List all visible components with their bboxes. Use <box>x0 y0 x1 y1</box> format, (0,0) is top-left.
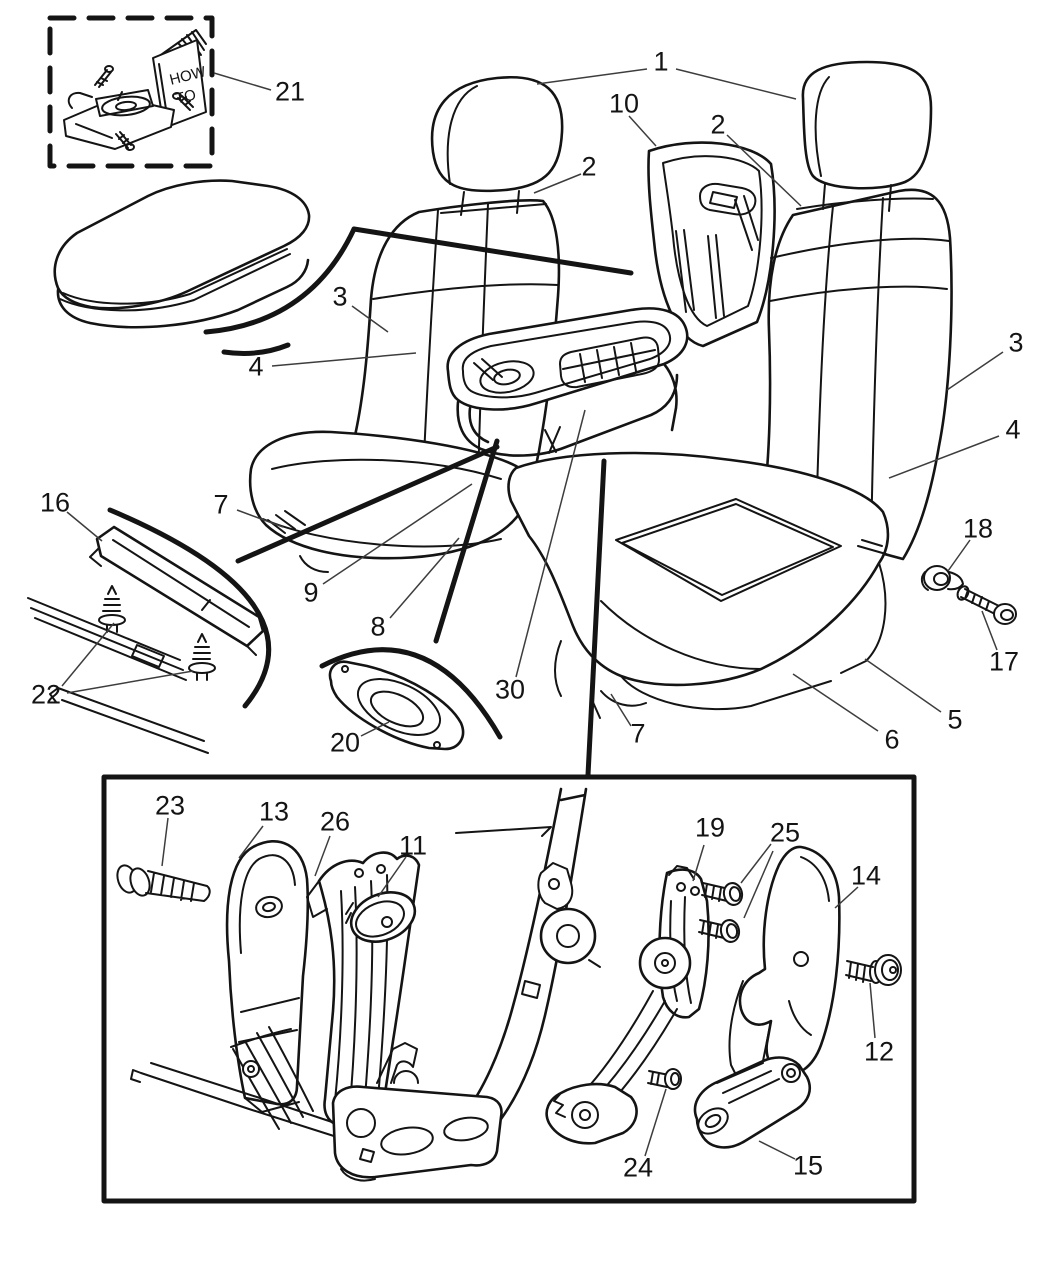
leader-line-30 <box>515 409 586 678</box>
leader-line-7-right <box>610 693 632 727</box>
leader-line-9 <box>322 483 473 585</box>
leader-line-7-left <box>236 509 284 528</box>
right-seat-back <box>759 188 953 561</box>
leader-line-26 <box>314 835 331 877</box>
leader-line-20 <box>360 721 390 737</box>
leader-line-25 <box>740 843 772 884</box>
bolt-12 <box>845 954 902 986</box>
belt-cover-13 <box>225 840 310 1113</box>
detail-box-border <box>101 774 917 1204</box>
push-pin-22a <box>98 585 126 633</box>
dashed-border <box>47 15 215 169</box>
leader-line-5 <box>864 658 942 713</box>
bolt-23 <box>116 864 211 902</box>
leader-line-17 <box>981 610 998 651</box>
callout-connectors <box>107 226 634 778</box>
side-shield-14 <box>728 845 841 1082</box>
left-headrest <box>430 75 564 193</box>
leader-line-12 <box>869 982 876 1039</box>
center-seatback-panel <box>647 141 776 348</box>
right-headrest <box>801 60 933 190</box>
leader-line-22 <box>66 670 194 694</box>
leader-line-2-right <box>726 134 802 207</box>
detail-box <box>101 774 917 1204</box>
leader-line-14 <box>834 886 859 909</box>
bolt-24 <box>647 1068 682 1090</box>
leader-line-24 <box>644 1088 667 1157</box>
console-tray <box>559 336 660 389</box>
adjuster-base-plate <box>331 1085 503 1179</box>
leader-line-8 <box>389 537 460 619</box>
leader-line-25 <box>743 850 774 919</box>
leader-line-3-left <box>351 305 389 333</box>
push-pin-22b <box>188 633 216 681</box>
pivot-cap-11 <box>345 891 417 943</box>
leader-line-21 <box>213 72 272 91</box>
leader-line-10 <box>628 115 657 147</box>
leader-line-13 <box>238 825 264 859</box>
leader-line-4-left <box>271 352 417 367</box>
bolt-17 <box>956 585 1017 625</box>
leader-line-19 <box>692 844 705 882</box>
recliner-riser-19 <box>545 865 710 1145</box>
leader-line-2-left <box>533 173 582 194</box>
leader-line-4-right <box>888 435 1000 479</box>
leader-line-22 <box>61 622 115 687</box>
sill-trim-and-rails <box>27 525 265 754</box>
cupholder-latch <box>699 182 757 216</box>
bolt-25a <box>701 882 744 906</box>
leader-line-23 <box>161 817 169 867</box>
screw-icons <box>94 65 194 151</box>
leader-line-18 <box>947 539 971 572</box>
leader-line-1 <box>536 68 648 85</box>
seat-frame-center <box>130 787 601 1182</box>
leader-line-15 <box>758 1140 796 1160</box>
instruction-kit-box: HOW TO <box>47 15 215 169</box>
headrest-latch-part <box>63 89 175 150</box>
leader-lines <box>61 68 1004 1160</box>
leader-line-6 <box>792 673 879 732</box>
handle-bezel-20 <box>328 660 465 751</box>
latch-handle-15 <box>693 1056 811 1149</box>
leader-line-11 <box>377 856 407 898</box>
leader-line-1 <box>675 68 797 100</box>
center-console <box>446 307 689 457</box>
bolt-18 <box>920 565 964 591</box>
leader-line-16 <box>66 511 103 542</box>
armrest-lid <box>53 179 311 329</box>
leader-line-3-right <box>946 351 1004 391</box>
bolt-25b <box>698 919 741 943</box>
